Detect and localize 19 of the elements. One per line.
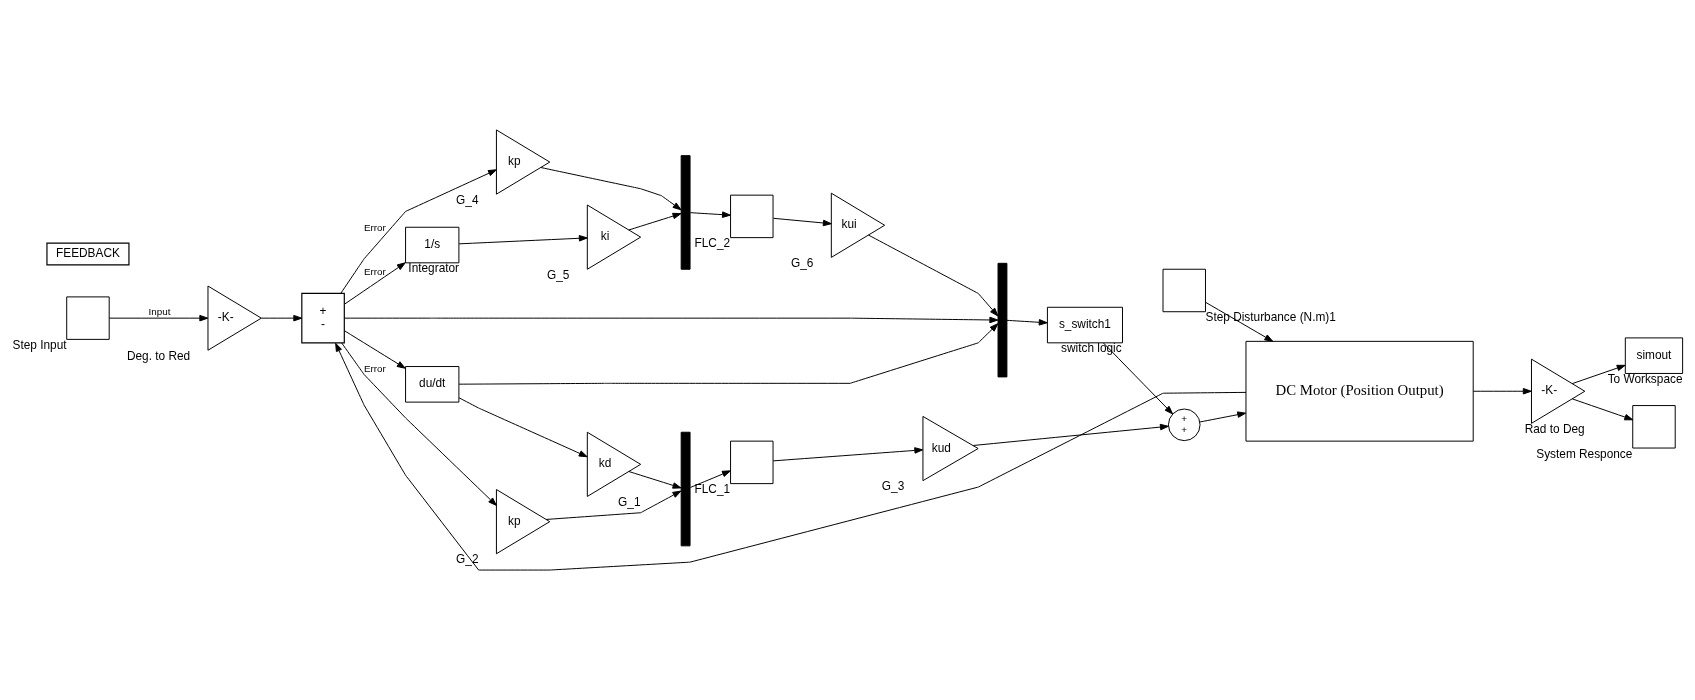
node-label: FLC_1 [694,482,731,497]
edge-label: Error [363,362,386,374]
node-label: G_5 [546,267,570,282]
node-label: Deg. to Red [126,348,191,363]
node-label: FLC_2 [694,236,731,251]
node-label: G_1 [618,494,641,509]
node-label: System Responce [1536,446,1633,461]
node-label: Step Disturbance (N.m)1 [1205,310,1336,325]
node-label: G_2 [456,552,479,567]
node-label: Integrator [408,261,460,276]
edge-label: Error [363,222,386,234]
node-label: To Workspace [1607,371,1683,386]
node-label: Step Input [12,337,67,352]
edge-label: Error [363,265,386,277]
edge-label: Input [148,306,171,318]
node-label: Rad to Deg [1524,421,1585,436]
node-label: G_4 [456,192,479,207]
node-label: G_6 [790,255,814,270]
node-label: G_3 [881,479,905,494]
